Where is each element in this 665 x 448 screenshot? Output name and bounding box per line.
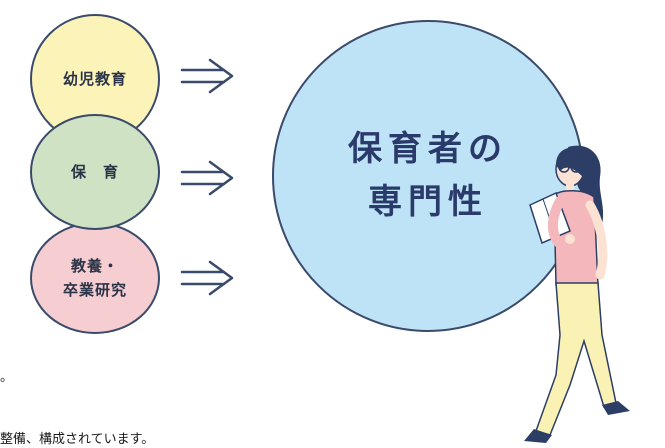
childcare-circle: 保 育 — [30, 114, 160, 230]
woman-reading-illustration — [524, 145, 630, 443]
professionalism-label: 保育者の 専門性 — [348, 129, 508, 222]
professionalism-circle: 保育者の 専門性 — [272, 20, 584, 332]
caption-line-2: 整備、構成されています。 — [0, 432, 155, 447]
liberal-arts-label: 教養・ 卒業研究 — [62, 257, 127, 299]
double-arrow-icon — [180, 58, 234, 94]
double-arrow-icon — [180, 160, 234, 196]
caption-line-1: 。 — [0, 370, 14, 385]
early-education-label: 幼児教育 — [62, 70, 127, 88]
double-arrow-icon — [180, 260, 234, 296]
childcare-label: 保 育 — [70, 163, 119, 181]
liberal-arts-circle: 教養・ 卒業研究 — [30, 222, 160, 334]
